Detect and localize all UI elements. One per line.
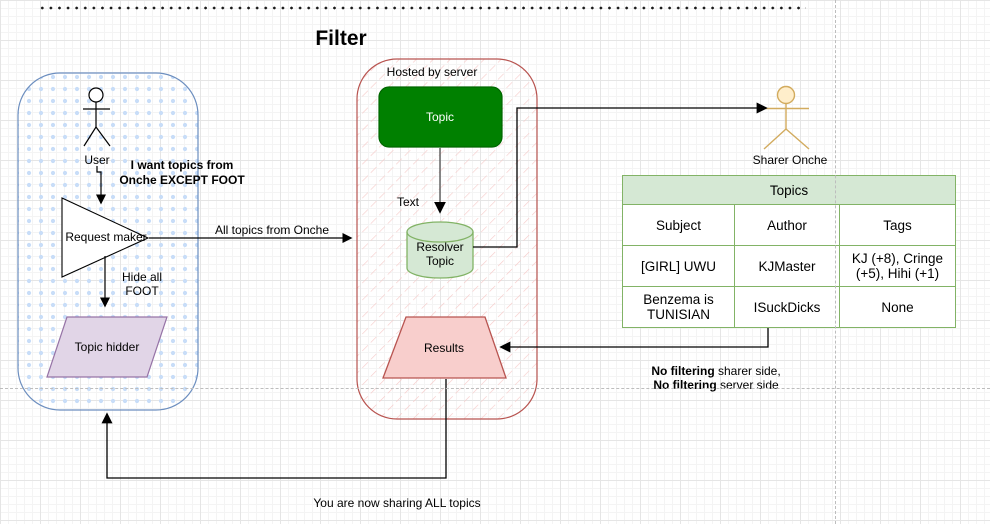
topics-table[interactable]: Topics Subject Author Tags [GIRL] UWU KJ… <box>622 175 956 328</box>
connector-user-to-request-maker[interactable] <box>95 166 107 205</box>
resolver-label-line1: Resolver <box>416 240 464 254</box>
connector-results-to-user-container[interactable] <box>101 379 447 479</box>
user-actor-icon[interactable] <box>83 87 111 147</box>
topic-label[interactable]: Topic <box>425 110 455 124</box>
cell-subject[interactable]: [GIRL] UWU <box>622 245 735 287</box>
results-label[interactable]: Results <box>423 341 465 355</box>
no-filtering-annotation[interactable]: No filtering sharer side, No filtering s… <box>651 364 780 392</box>
resolver-topic-shape[interactable] <box>406 221 474 279</box>
sharing-all-annotation[interactable]: You are now sharing ALL topics <box>313 496 481 510</box>
cell-author[interactable]: KJMaster <box>734 245 840 287</box>
hide-all-line1: Hide all <box>121 270 163 284</box>
server-container-label[interactable]: Hosted by server <box>386 65 478 79</box>
col-header-author[interactable]: Author <box>734 204 840 246</box>
hide-all-edge-label[interactable]: Hide all FOOT <box>122 270 162 298</box>
no-filtering-line1: No filtering sharer side, <box>651 364 781 378</box>
topic-hidder-label[interactable]: Topic hidder <box>74 340 140 354</box>
connector-resolver-to-sharer[interactable] <box>473 102 768 248</box>
dotted-separator-line[interactable] <box>38 6 806 10</box>
topics-table-title[interactable]: Topics <box>622 175 956 205</box>
cell-tags[interactable]: KJ (+8), Cringe (+5), Hihi (+1) <box>839 245 956 287</box>
col-header-tags[interactable]: Tags <box>839 204 956 246</box>
topic-shape[interactable] <box>378 86 503 148</box>
cell-subject[interactable]: Benzema is TUNISIAN <box>622 286 735 328</box>
table-header-row: Subject Author Tags <box>622 204 956 246</box>
topic-hidder-shape[interactable] <box>46 316 168 378</box>
resolver-label-line2: Topic <box>425 254 455 268</box>
connector-table-to-results[interactable] <box>499 324 769 353</box>
cell-tags[interactable]: None <box>839 286 956 328</box>
col-header-subject[interactable]: Subject <box>622 204 735 246</box>
sharer-actor-icon[interactable] <box>763 85 810 150</box>
hide-all-line2: FOOT <box>125 284 159 298</box>
table-row: Benzema is TUNISIAN ISuckDicks None <box>622 286 956 328</box>
diagram-title: Filter <box>315 27 367 50</box>
cell-author[interactable]: ISuckDicks <box>734 286 840 328</box>
table-row: [GIRL] UWU KJMaster KJ (+8), Cringe (+5)… <box>622 245 956 287</box>
want-topics-line2: Onche EXCEPT FOOT <box>119 173 245 187</box>
want-topics-line1: I want topics from <box>130 158 234 172</box>
text-edge-label[interactable]: Text <box>396 195 420 209</box>
user-label[interactable]: User <box>84 153 110 167</box>
resolver-topic-label[interactable]: Resolver Topic <box>416 240 463 268</box>
request-maker-label[interactable]: Request maker <box>65 230 147 244</box>
sharer-onche-label[interactable]: Sharer Onche <box>752 153 828 167</box>
results-shape[interactable] <box>382 316 507 379</box>
all-topics-edge-label[interactable]: All topics from Onche <box>214 223 330 237</box>
want-topics-annotation[interactable]: I want topics from Onche EXCEPT FOOT <box>119 158 244 188</box>
no-filtering-line2: No filtering server side <box>653 378 779 392</box>
